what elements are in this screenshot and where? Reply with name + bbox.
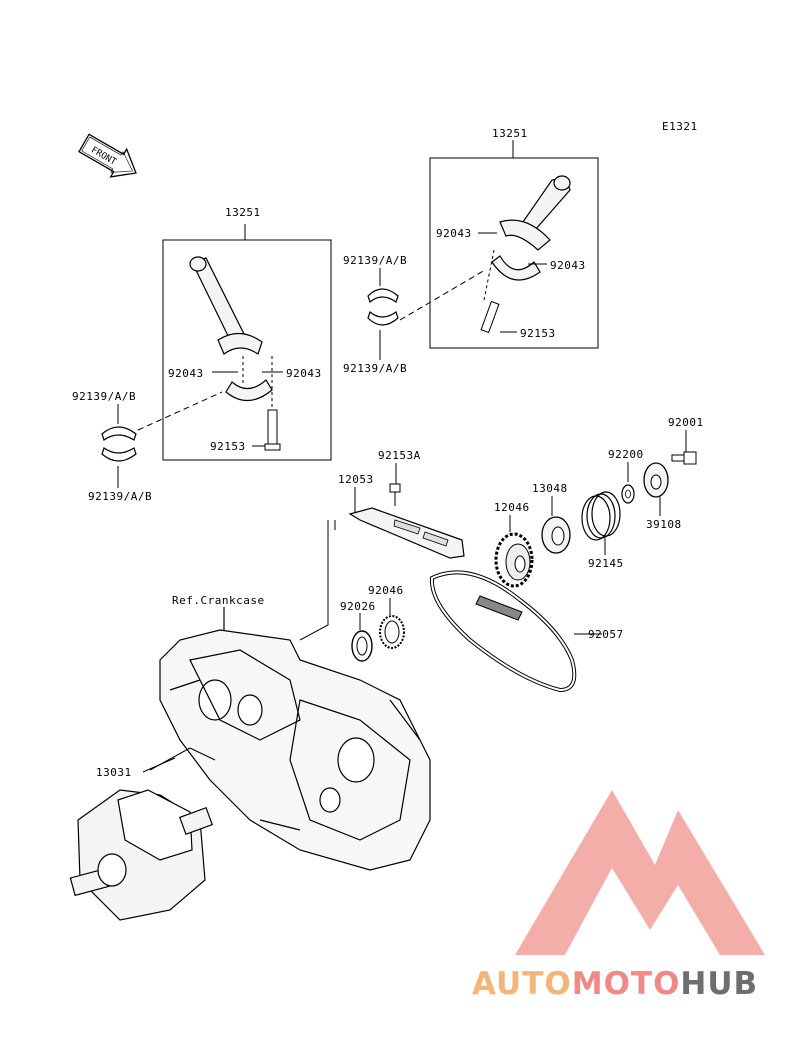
bearing-right-group: 92139/A/B 92139/A/B [343,254,486,375]
diagram-code: E1321 [662,120,698,133]
label-bearing-right-lower: 92139/A/B [343,362,407,375]
label-rod-right: 13251 [492,127,528,140]
washer-group: 92001 [668,416,704,465]
watermark-auto: AUTO [472,966,572,1002]
label-reference: Ref.Crankcase [172,594,265,607]
oil-seal-group: 92026 92046 [340,584,405,662]
rod-cap-left [225,379,273,402]
label-washer: 92001 [668,416,704,429]
label-bolt-guide: 92153A [378,449,421,462]
label-pin-left-b: 92043 [286,367,322,380]
label-bearing-right-upper: 92139/A/B [343,254,407,267]
bolt-washer [671,451,697,465]
connecting-rod-right-group: 13251 92043 92043 92153 [429,127,599,349]
label-crankshaft: 13031 [96,766,132,779]
hub-group: 13048 [532,482,571,554]
label-pin-right-b: 92043 [550,259,586,272]
bolt-right [480,300,500,334]
label-oil-seal: 92026 [340,600,376,613]
watermark-hub: HUB [680,966,758,1002]
label-hub: 13048 [532,482,568,495]
spring [581,495,611,541]
connecting-rod-left [189,256,263,355]
crankshaft-group: 13031 [69,747,216,921]
bolt-left [264,409,281,451]
crankcase: Ref.Crankcase [159,594,431,871]
spring-group: 92145 [581,491,624,570]
label-bearing-left-lower: 92139/A/B [88,490,152,503]
crankshaft [69,789,214,921]
label-spring: 92145 [588,557,624,570]
watermark-logo [515,790,765,955]
drive-chain: 92057 [429,570,624,693]
label-chain-guide: 12053 [338,473,374,486]
watermark-moto: MOTO [572,966,681,1002]
label-pin-right-a: 92043 [436,227,472,240]
label-shim: 92200 [608,448,644,461]
rod-cap-right [491,255,541,281]
label-plate: 39108 [646,518,682,531]
shim-group: 92200 [608,448,644,504]
bearing-left-group: 92139/A/B 92139/A/B [72,390,223,503]
label-rod-left: 13251 [225,206,261,219]
label-pin-left-a: 92043 [168,367,204,380]
label-bolt-left: 92153 [210,440,246,453]
label-gear: 12046 [494,501,530,514]
label-chain: 92057 [588,628,624,641]
watermark-text: AUTOMOTOHUB [472,966,758,1002]
plate-group: 39108 [643,462,682,531]
label-bolt-right: 92153 [520,327,556,340]
bearing-shell-left-upper [101,426,137,441]
label-seal-ring: 92046 [368,584,404,597]
bearing-shell-right-upper [367,288,399,304]
front-arrow-icon: FRONT [78,133,137,178]
bearing-shell-right-lower [367,310,399,326]
bearing-shell-left-lower [101,447,137,462]
bolt-guide [389,483,401,506]
svg-text:AUTOMOTOHUB: AUTOMOTOHUB [472,966,758,1002]
connecting-rod-left-group: 13251 92043 92043 92153 [162,206,332,461]
gear-group: 12046 [494,501,534,588]
label-bearing-left-upper: 92139/A/B [72,390,136,403]
connecting-rod-right [499,175,571,251]
chain-guide: 12053 92153A [299,449,465,641]
